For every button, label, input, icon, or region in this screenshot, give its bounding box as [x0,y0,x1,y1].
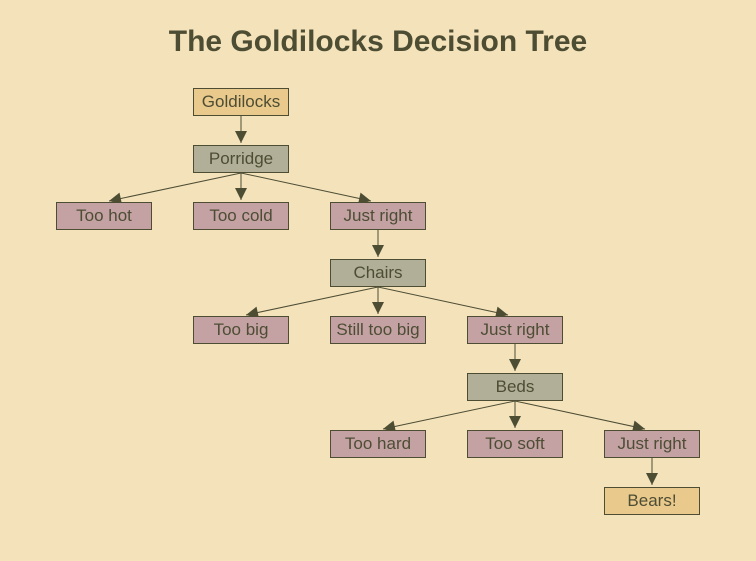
node-porridge: Porridge [193,145,289,173]
node-still-too-big: Still too big [330,316,426,344]
edge-beds-just-right [514,400,646,433]
node-porridge-just-right: Just right [330,202,426,230]
node-too-hard: Too hard [330,430,426,458]
edge-chairs-too-big [245,286,379,319]
node-too-cold: Too cold [193,202,289,230]
node-chairs-just-right: Just right [467,316,563,344]
node-too-soft: Too soft [467,430,563,458]
node-too-big: Too big [193,316,289,344]
node-goldilocks: Goldilocks [193,88,289,116]
edge-porridge-too-hot [108,172,242,205]
node-chairs: Chairs [330,259,426,287]
node-too-hot: Too hot [56,202,152,230]
edge-porridge-just-right [240,172,372,205]
page-title: The Goldilocks Decision Tree [168,25,588,58]
node-beds: Beds [467,373,563,401]
edge-beds-too-hard [382,400,516,433]
node-beds-just-right: Just right [604,430,700,458]
node-bears: Bears! [604,487,700,515]
edge-chairs-just-right [377,286,509,319]
